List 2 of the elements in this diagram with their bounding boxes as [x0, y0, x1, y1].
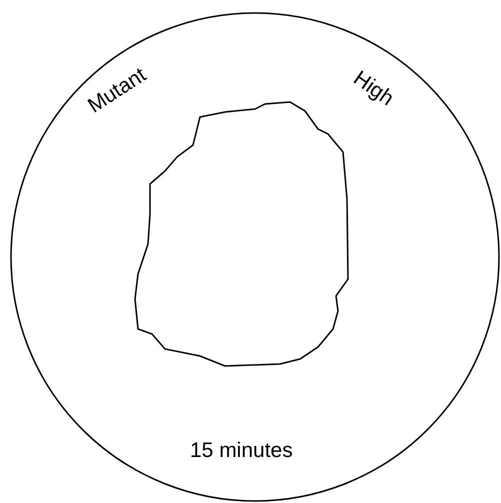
dish-label: 15 minutes — [190, 440, 293, 461]
dish-label: High — [350, 68, 398, 110]
